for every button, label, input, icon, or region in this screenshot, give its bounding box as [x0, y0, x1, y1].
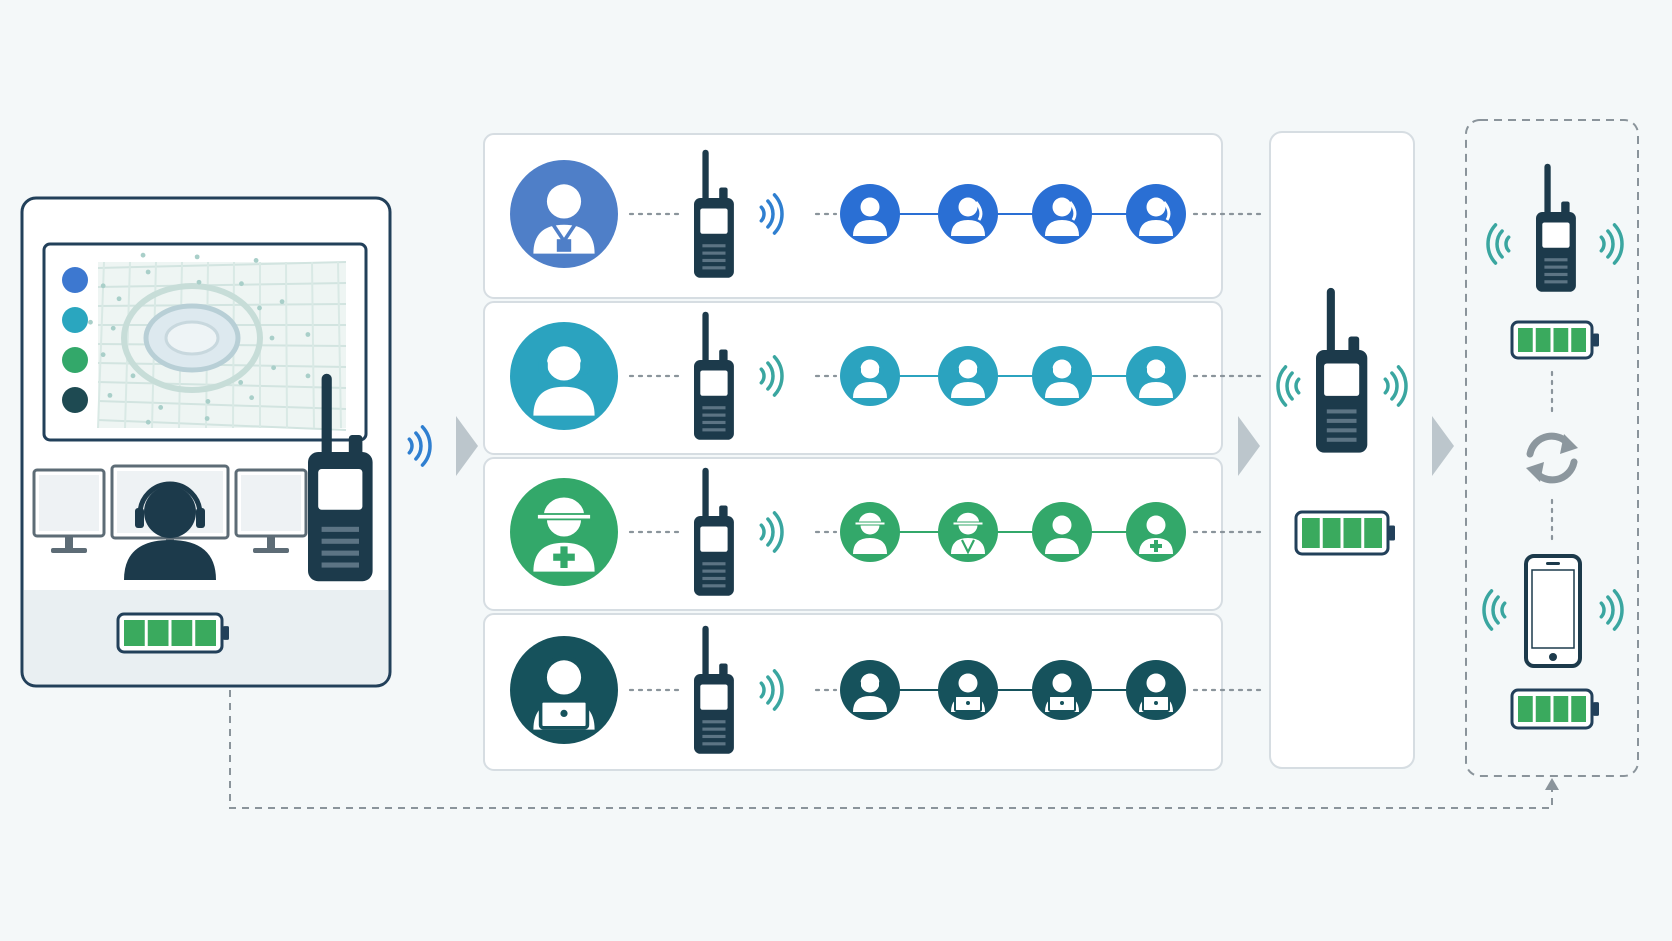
repeater-panel: [1269, 131, 1415, 769]
female-user-icon: [1126, 184, 1186, 244]
signal-icon: [1276, 365, 1301, 407]
battery-icon: [1510, 688, 1599, 730]
signal-icon: [759, 669, 784, 711]
lanyard-staff-icon: [510, 160, 618, 268]
headset-user-icon: [840, 660, 900, 720]
signal-icon: [1482, 589, 1507, 631]
headset-user-icon: [1032, 346, 1092, 406]
talk-group-row-management: [483, 133, 1266, 299]
headset-operator-icon: [510, 322, 618, 430]
laptop-user-icon: [1032, 660, 1092, 720]
console-to-endpoints-link: [229, 690, 1553, 809]
sync-icon: [1526, 432, 1578, 484]
laptop-user-icon: [1126, 660, 1186, 720]
battery-icon: [1294, 510, 1395, 556]
monitor-icon: [32, 468, 106, 553]
battery-icon: [1510, 320, 1599, 360]
hardhat-medic-icon: [510, 478, 618, 586]
endpoints-panel: [1465, 119, 1639, 777]
dispatcher-headset-icon: [124, 481, 216, 580]
radio-icon: [1316, 287, 1368, 453]
signal-icon: [407, 425, 432, 467]
hardhat-vest-user-icon: [938, 502, 998, 562]
signal-icon: [1599, 223, 1624, 265]
smartphone-icon: [1524, 554, 1582, 668]
arrow-right-icon: [456, 416, 478, 476]
signal-icon: [759, 511, 784, 553]
headset-user-icon: [840, 346, 900, 406]
hardhat-user-icon: [840, 502, 900, 562]
radio-icon: [694, 625, 734, 754]
legend-dot: [62, 267, 88, 293]
female-user-icon: [1032, 184, 1092, 244]
endpoints-card: [1465, 119, 1639, 777]
signal-icon: [759, 355, 784, 397]
talk-group-row-support: [483, 613, 1266, 771]
male-user-icon: [840, 184, 900, 244]
legend-dot: [62, 347, 88, 373]
flow-arrows: [407, 416, 1454, 476]
headset-user-icon: [938, 346, 998, 406]
dispatch-console: [20, 196, 392, 688]
dashed-connections: [229, 690, 1559, 809]
radio-icon: [694, 311, 734, 440]
arrow-up-icon: [1545, 778, 1559, 790]
radio-icon: [308, 373, 373, 582]
legend-dot: [62, 307, 88, 333]
radio-icon: [694, 149, 734, 278]
arrow-right-icon: [1432, 416, 1454, 476]
signal-icon: [1599, 589, 1624, 631]
map-icon: [67, 252, 347, 431]
monitor-icon: [234, 468, 308, 553]
laptop-support-icon: [510, 636, 618, 744]
talk-group-row-operations: [483, 301, 1266, 455]
legend-dot: [62, 387, 88, 413]
talk-groups-panel: [483, 133, 1266, 771]
radio-icon: [1536, 163, 1576, 292]
female-user-icon: [938, 184, 998, 244]
arrow-right-icon: [1238, 416, 1260, 476]
signal-icon: [1486, 223, 1511, 265]
headset-user-icon: [1126, 346, 1186, 406]
radio-icon: [694, 467, 734, 596]
talk-group-row-safety-medical: [483, 457, 1266, 611]
medic-user-icon: [1126, 502, 1186, 562]
signal-icon: [759, 193, 784, 235]
battery-icon: [116, 612, 229, 654]
laptop-user-icon: [938, 660, 998, 720]
signal-icon: [1383, 365, 1408, 407]
user-icon: [1032, 502, 1092, 562]
